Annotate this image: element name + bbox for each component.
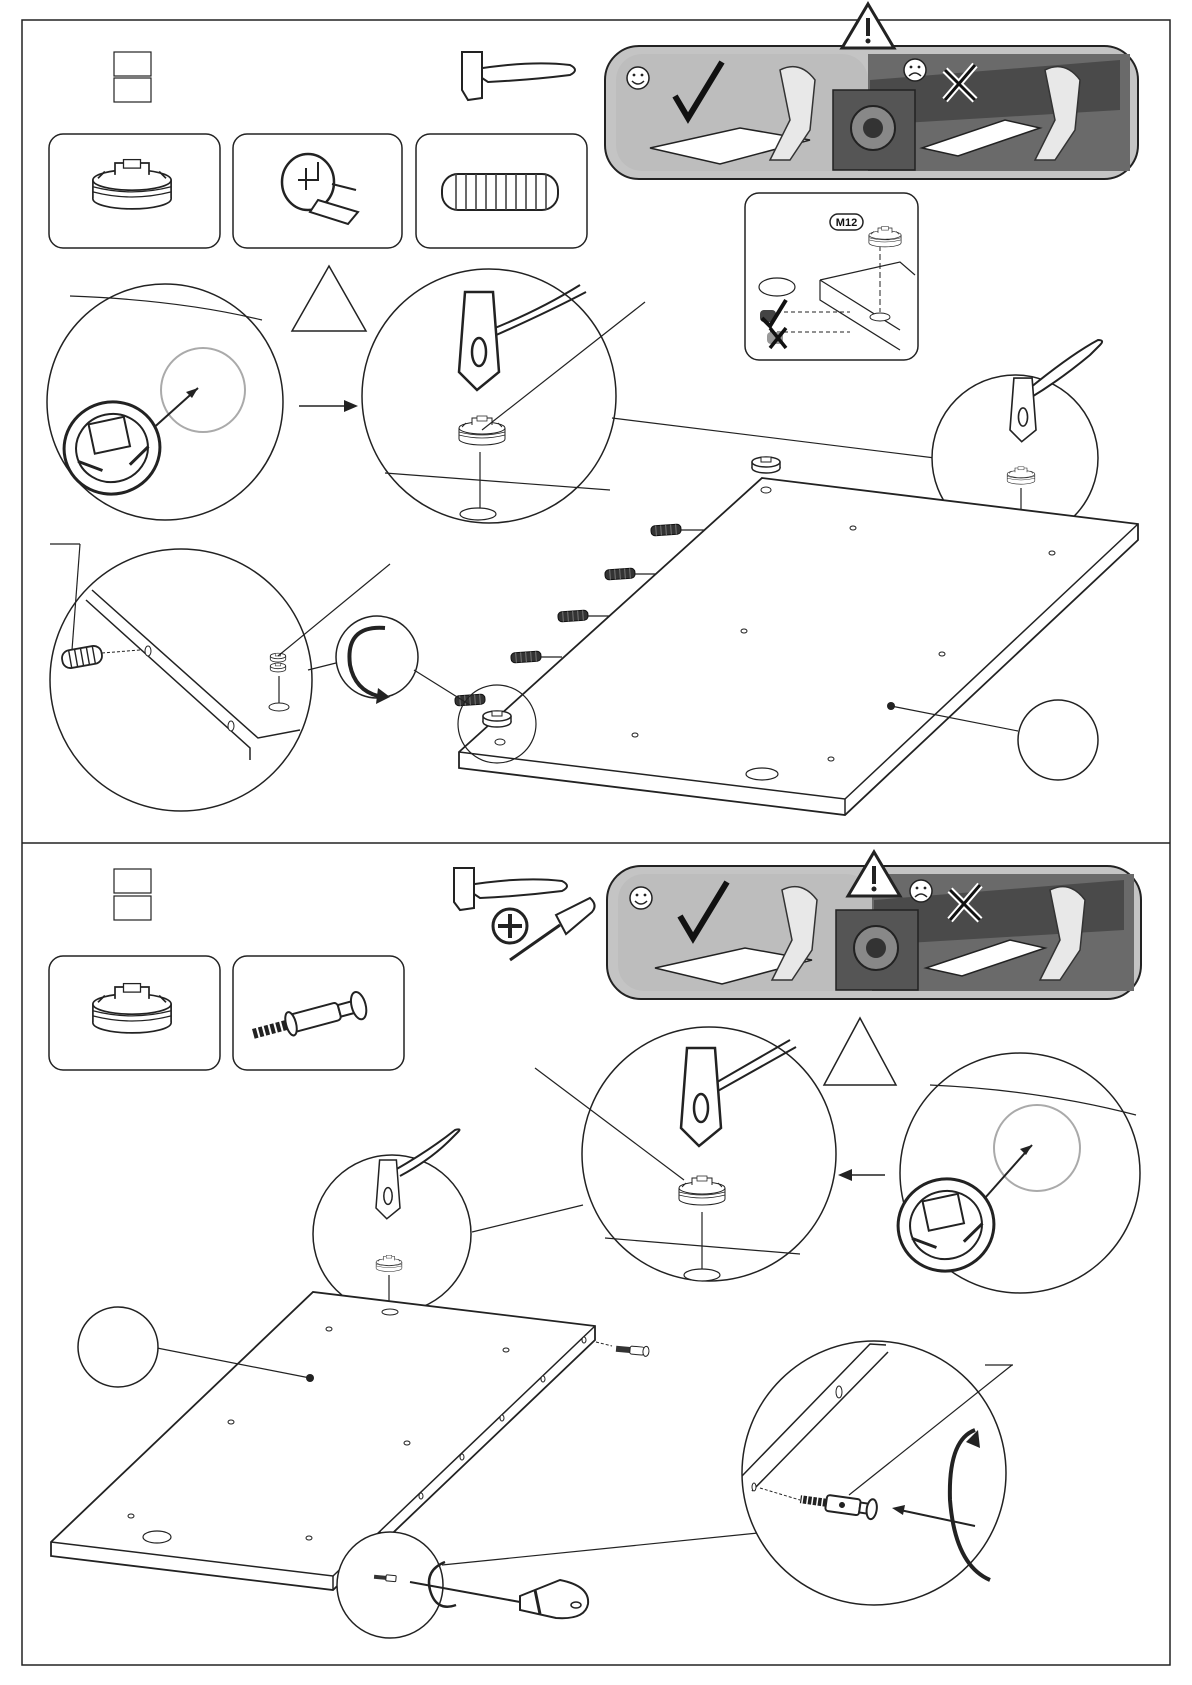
- warning-panel: [605, 4, 1138, 179]
- quantity-box: [114, 78, 151, 102]
- part-reference-circle: [1018, 700, 1098, 780]
- part-wooden-dowel: [416, 134, 587, 248]
- part-cam-lock-clip: [233, 134, 402, 248]
- detail-circle-insert-cam-2: [889, 1053, 1140, 1293]
- warning-panel-2: [607, 852, 1141, 999]
- warning-triangle-icon: [842, 4, 894, 48]
- detail-circle-hammer-cam: [362, 269, 645, 523]
- smiley-icon: [630, 887, 652, 909]
- smiley-icon: [627, 67, 649, 89]
- frowny-icon: [910, 880, 932, 902]
- step-number-box-top: [114, 52, 151, 76]
- detail-circle-insert-cam: [47, 284, 283, 520]
- frowny-icon: [904, 59, 926, 81]
- detail-circle-dowel-cam: [50, 549, 390, 811]
- detail-circle-hammer-cam-2: [535, 1027, 836, 1281]
- detail-circle-cam-bolt: [742, 1341, 1012, 1605]
- step-number-box-top-2: [114, 869, 151, 893]
- rotation-arrow-icon: [336, 616, 418, 704]
- quantity-box-2: [114, 896, 151, 920]
- hammer-icon: [462, 52, 575, 100]
- cam-fitting-inset: M12: [745, 193, 918, 360]
- part-reference-circle-2: [78, 1307, 158, 1387]
- detail-circle-hammer-cam-left: [313, 1129, 471, 1318]
- detail-circle-screwdriver: [337, 1532, 588, 1638]
- dowel-icon: [442, 174, 558, 210]
- fitting-size-label: M12: [836, 217, 857, 229]
- part-cam-lock-housing-2: [49, 956, 220, 1070]
- step-1: M12: [47, 4, 1138, 815]
- part-cam-lock-housing: [49, 134, 220, 248]
- triangle-symbol: [292, 266, 366, 331]
- part-cam-bolt: [233, 956, 404, 1070]
- hammer-icon: [454, 868, 567, 910]
- triangle-symbol-2: [824, 1018, 896, 1085]
- step-2: [49, 852, 1141, 1638]
- phillips-screwdriver-icon: [493, 898, 595, 960]
